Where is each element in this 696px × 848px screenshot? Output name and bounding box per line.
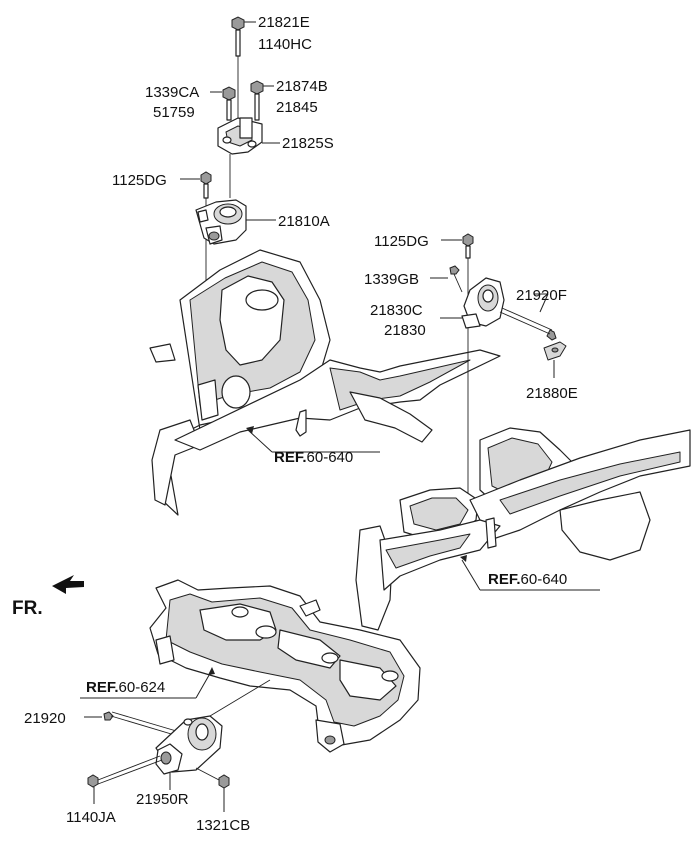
label-1321cb: 1321CB — [196, 817, 250, 834]
label-21920f: 21920F — [516, 287, 567, 304]
engine-mount-21810a — [195, 199, 247, 245]
label-21880e: 21880E — [526, 385, 578, 402]
ref-60-624: REF.60-624 — [86, 679, 165, 696]
label-51759: 51759 — [153, 104, 195, 121]
nut-1339ca — [222, 86, 236, 121]
bracket-21825s — [217, 117, 263, 155]
transmission-mount-21830 — [461, 277, 505, 329]
label-21825s: 21825S — [282, 135, 334, 152]
front-direction-arrow-icon — [52, 575, 84, 594]
label-21810a: 21810A — [278, 213, 330, 230]
bolt-21920f — [499, 307, 557, 341]
label-1140ja: 1140JA — [66, 809, 116, 826]
label-21830: 21830 — [384, 322, 426, 339]
rear-roll-rod-21950r — [155, 679, 271, 775]
bolt-21874b — [250, 80, 264, 121]
label-1140hc: 1140HC — [258, 36, 312, 53]
label-1339ca: 1339CA — [145, 84, 199, 101]
bracket-21880e — [543, 341, 567, 361]
ref-60-640-left: REF.60-640 — [274, 449, 353, 466]
label-21874b: 21874B — [276, 78, 328, 95]
label-21830c: 21830C — [370, 302, 423, 319]
ref-60-640-right: REF.60-640 — [488, 571, 567, 588]
label-21950r: 21950R — [136, 791, 189, 808]
bolt-1339gb — [449, 265, 463, 293]
label-21920: 21920 — [24, 710, 66, 727]
front-direction-label: FR. — [12, 598, 43, 619]
label-21845: 21845 — [276, 99, 318, 116]
bolt-1125dg-right — [462, 233, 474, 259]
nut-1321cb — [195, 767, 230, 789]
front-side-member-left — [149, 249, 501, 516]
bolt-21821e — [231, 16, 245, 57]
front-side-member-right — [355, 427, 691, 631]
bolt-1125dg-top — [200, 171, 212, 199]
label-1339gb: 1339GB — [364, 271, 419, 288]
label-21821e: 21821E — [258, 14, 310, 31]
label-1125dg-top: 1125DG — [112, 172, 167, 189]
label-1125dg-right: 1125DG — [374, 233, 429, 250]
sub-frame-crossmember — [149, 579, 421, 753]
bolt-1140ja — [87, 755, 163, 788]
